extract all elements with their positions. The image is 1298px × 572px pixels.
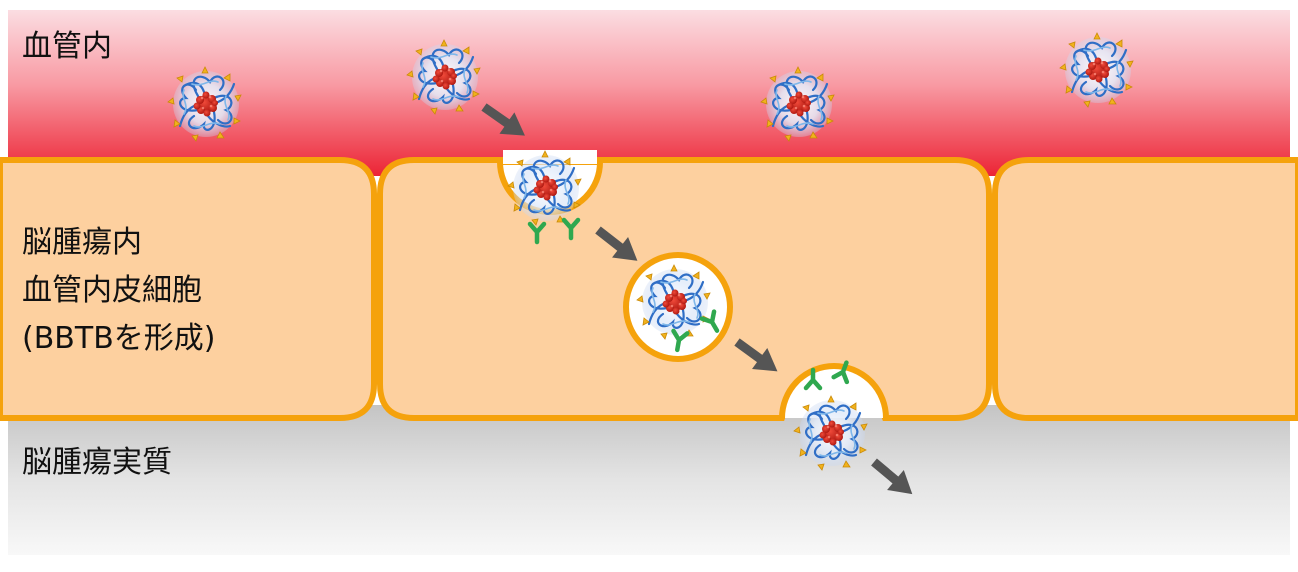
endothelial-cell-right bbox=[992, 157, 1298, 421]
label-parenchyma: 脳腫瘍実質 bbox=[22, 445, 172, 480]
label-endothelium-line1: 脳腫瘍内 bbox=[22, 225, 142, 260]
label-endothelium-line2: 血管内皮細胞 bbox=[22, 273, 202, 308]
label-vessel-lumen: 血管内 bbox=[22, 29, 112, 64]
label-endothelium-line3: (BBTBを形成) bbox=[22, 321, 215, 356]
endothelial-cell-left bbox=[0, 157, 377, 421]
parenchyma-region bbox=[8, 405, 1290, 555]
